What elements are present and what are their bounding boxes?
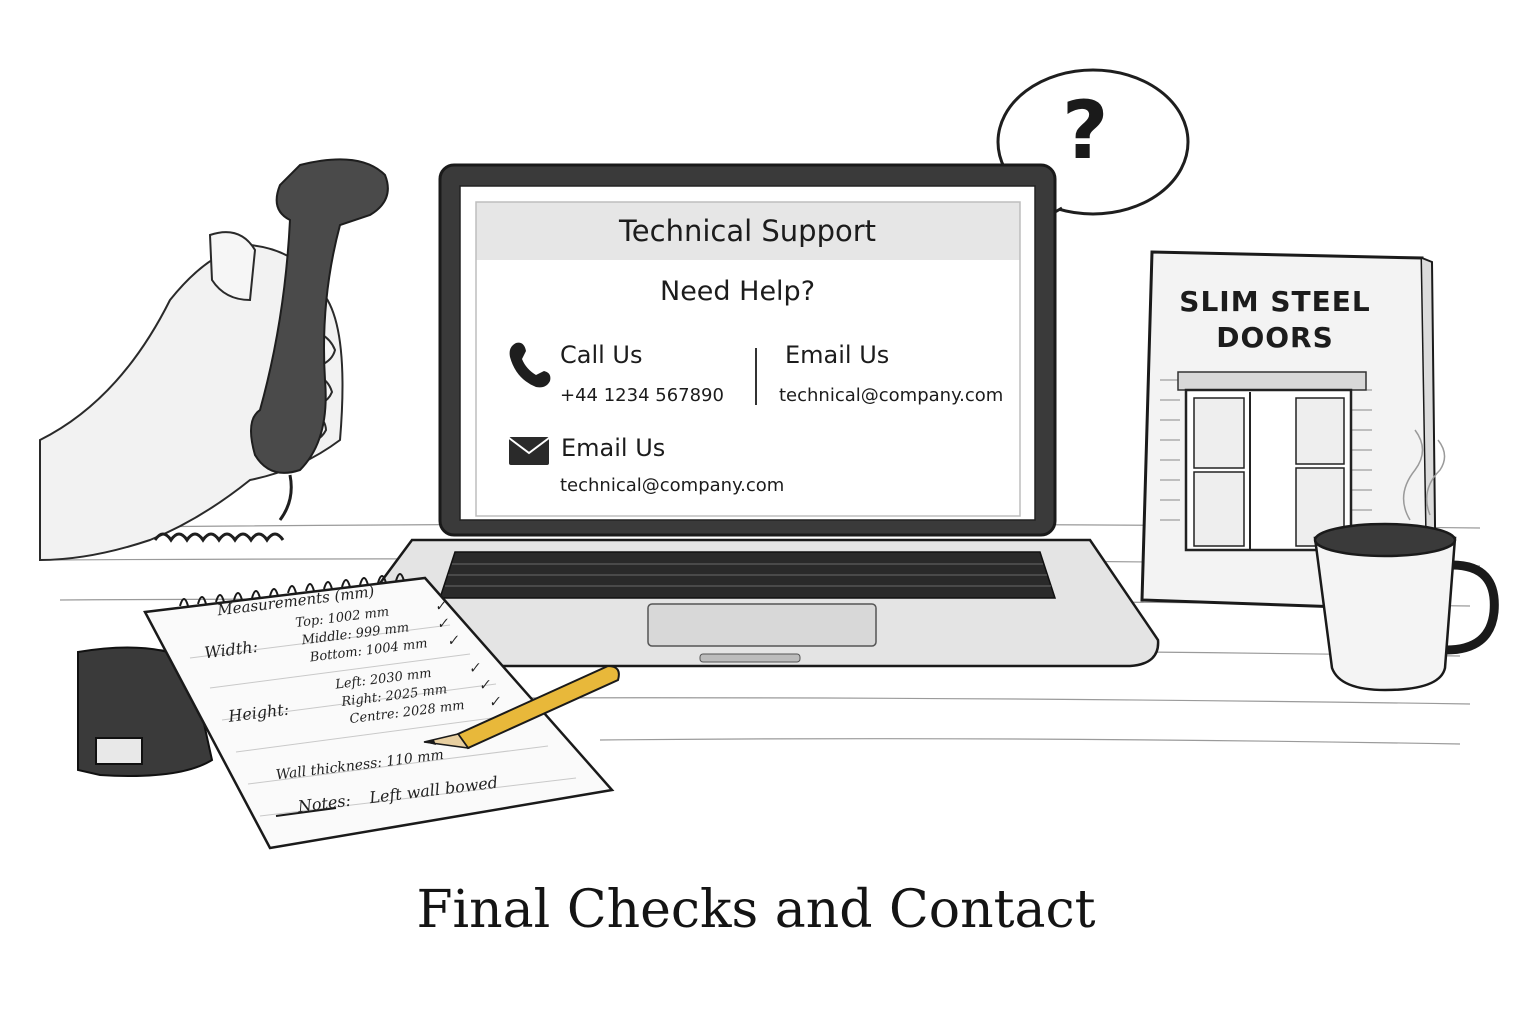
mail-icon [508, 437, 550, 465]
check-mark: ✓ [477, 676, 492, 695]
phone-handset [250, 158, 389, 474]
question-icon: ? [1062, 84, 1109, 177]
tape-measure [77, 646, 214, 777]
phone-icon [509, 342, 551, 388]
caption-title: Final Checks and Contact [416, 880, 1096, 940]
book [1140, 250, 1438, 614]
check-mark: ✓ [435, 615, 450, 633]
notes-label: Notes: [296, 790, 352, 817]
coffee-mug [1313, 429, 1499, 692]
laptop [335, 163, 1160, 668]
call-us-number[interactable]: +44 1234 567890 [560, 385, 724, 406]
screen-header: Technical Support [619, 214, 877, 248]
call-us-label[interactable]: Call Us [560, 341, 643, 369]
email-us-address-right[interactable]: technical@company.com [779, 385, 1004, 406]
email-us-label-left[interactable]: Email Us [561, 434, 666, 462]
wall-thickness: Wall thickness: 110 mm [275, 747, 445, 784]
width-label: Width: [203, 636, 259, 663]
check-mark: ✓ [467, 659, 482, 678]
height-label: Height: [227, 699, 291, 726]
notepad [143, 573, 615, 850]
check-mark: ✓ [433, 597, 448, 615]
book-title-line2: DOORS [1216, 321, 1334, 354]
notepad-text: Measurements (mm) Width: Top: 1002 mm Mi… [196, 554, 601, 829]
phone-cord [153, 474, 293, 543]
pencil [423, 664, 620, 750]
email-us-label-right[interactable]: Email Us [785, 341, 890, 369]
book-title: SLIM STEEL DOORS [1165, 284, 1385, 356]
screen-subheader: Need Help? [660, 276, 816, 307]
email-us-address-left[interactable]: technical@company.com [560, 475, 785, 496]
check-mark: ✓ [487, 693, 502, 712]
book-title-line1: SLIM STEEL [1179, 285, 1371, 318]
check-mark: ✓ [445, 632, 460, 650]
